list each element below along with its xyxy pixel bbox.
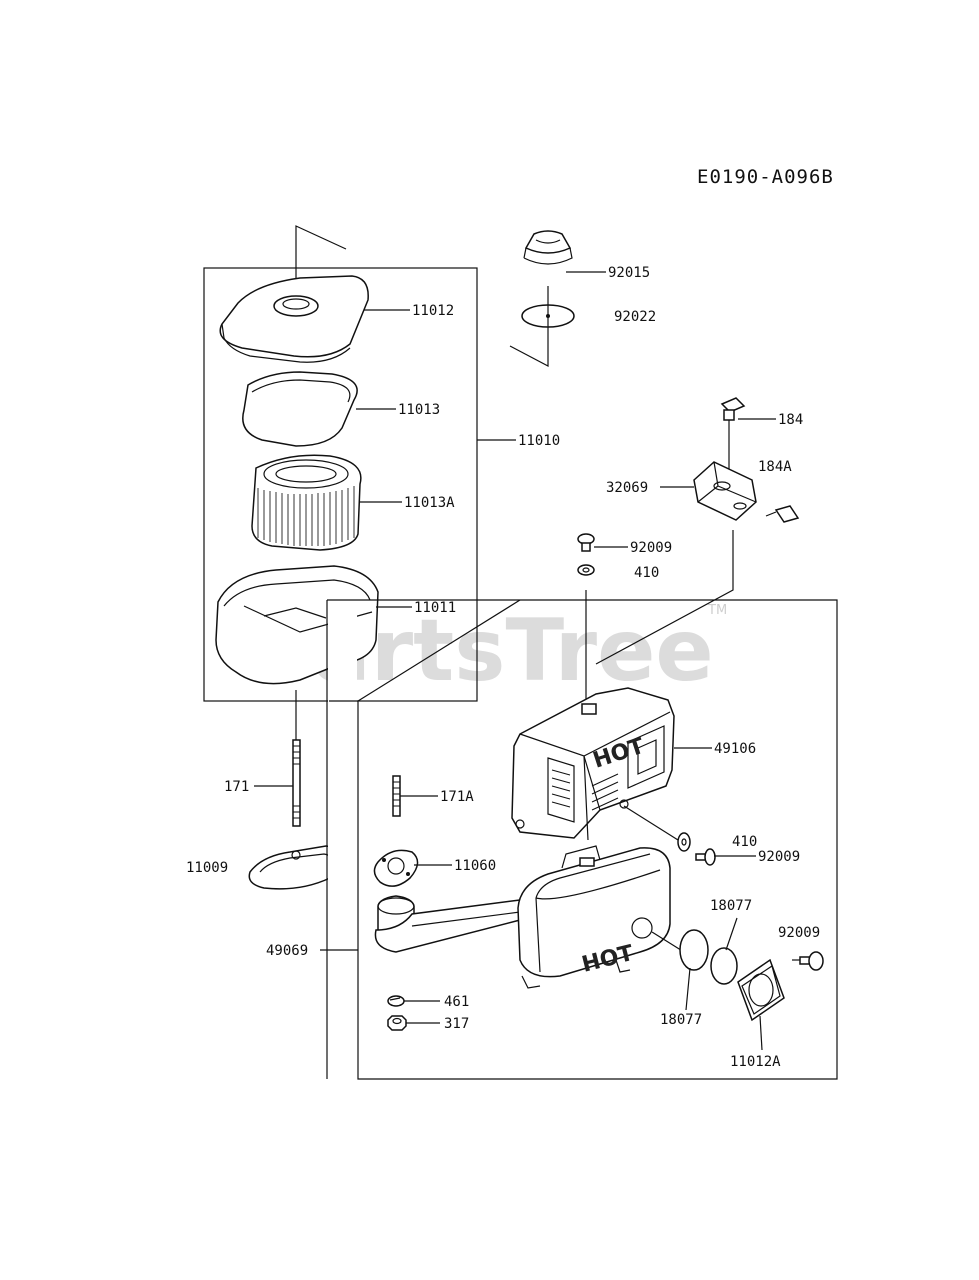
spark-arrester-screen-a[interactable] <box>679 929 709 971</box>
callout-92009-top: 92009 <box>630 540 672 556</box>
air-cleaner-cover[interactable] <box>219 275 369 363</box>
lock-washer[interactable] <box>387 995 405 1007</box>
muffler-bracket[interactable] <box>693 461 757 521</box>
callout-49106: 49106 <box>714 741 756 757</box>
bracket-bolt-a[interactable] <box>765 505 800 523</box>
paper-element[interactable] <box>251 454 362 551</box>
callout-11060: 11060 <box>454 858 496 874</box>
cover-washer[interactable] <box>577 564 595 576</box>
leader-lines <box>254 271 776 1051</box>
callout-11010: 11010 <box>518 433 560 449</box>
exhaust-gasket[interactable] <box>373 849 419 887</box>
spark-arrester-screen-b[interactable] <box>710 947 738 985</box>
cover-side-washer[interactable] <box>677 832 691 852</box>
muffler-cover[interactable]: HOT <box>511 687 675 841</box>
muffler[interactable]: HOT <box>374 845 671 989</box>
arrester-cover-plate[interactable] <box>737 958 785 1022</box>
callout-labels: 11012 11013 11010 11013A 11011 171 11009… <box>186 265 820 1070</box>
callout-11012: 11012 <box>412 303 454 319</box>
callout-317: 317 <box>444 1016 469 1032</box>
callout-49069: 49069 <box>266 943 308 959</box>
stud-bolt[interactable] <box>292 690 301 827</box>
cover-screw[interactable] <box>577 533 595 552</box>
callout-171A: 171A <box>440 789 474 805</box>
callout-18077-lower: 18077 <box>660 1012 702 1028</box>
callout-92022: 92022 <box>614 309 656 325</box>
hex-nut[interactable] <box>387 1015 407 1031</box>
diagram-code: E0190-A096B <box>697 166 834 188</box>
callout-184A: 184A <box>758 459 792 475</box>
bracket-bolt[interactable] <box>720 397 746 430</box>
callout-11013A: 11013A <box>404 495 455 511</box>
callout-92009-arrester: 92009 <box>778 925 820 941</box>
callout-184: 184 <box>778 412 803 428</box>
pre-cleaner-element[interactable] <box>242 371 358 447</box>
callout-92015: 92015 <box>608 265 650 281</box>
callout-32069: 32069 <box>606 480 648 496</box>
callout-18077-upper: 18077 <box>710 898 752 914</box>
cover-side-screw[interactable] <box>695 848 716 866</box>
callout-11009: 11009 <box>186 860 228 876</box>
muffler-stud[interactable] <box>392 775 401 817</box>
arrester-screw[interactable] <box>792 951 824 971</box>
callout-171: 171 <box>224 779 249 795</box>
watermark-trademark: TM <box>707 603 727 618</box>
callout-461: 461 <box>444 994 469 1010</box>
oil-filler-cap[interactable] <box>523 230 573 265</box>
callout-410-side: 410 <box>732 834 757 850</box>
callout-410-top: 410 <box>634 565 659 581</box>
muffler-group: HOT <box>326 590 838 1080</box>
callout-11013: 11013 <box>398 402 440 418</box>
callout-11012A: 11012A <box>730 1054 781 1070</box>
callout-11011: 11011 <box>414 600 456 616</box>
callout-92009-side: 92009 <box>758 849 800 865</box>
